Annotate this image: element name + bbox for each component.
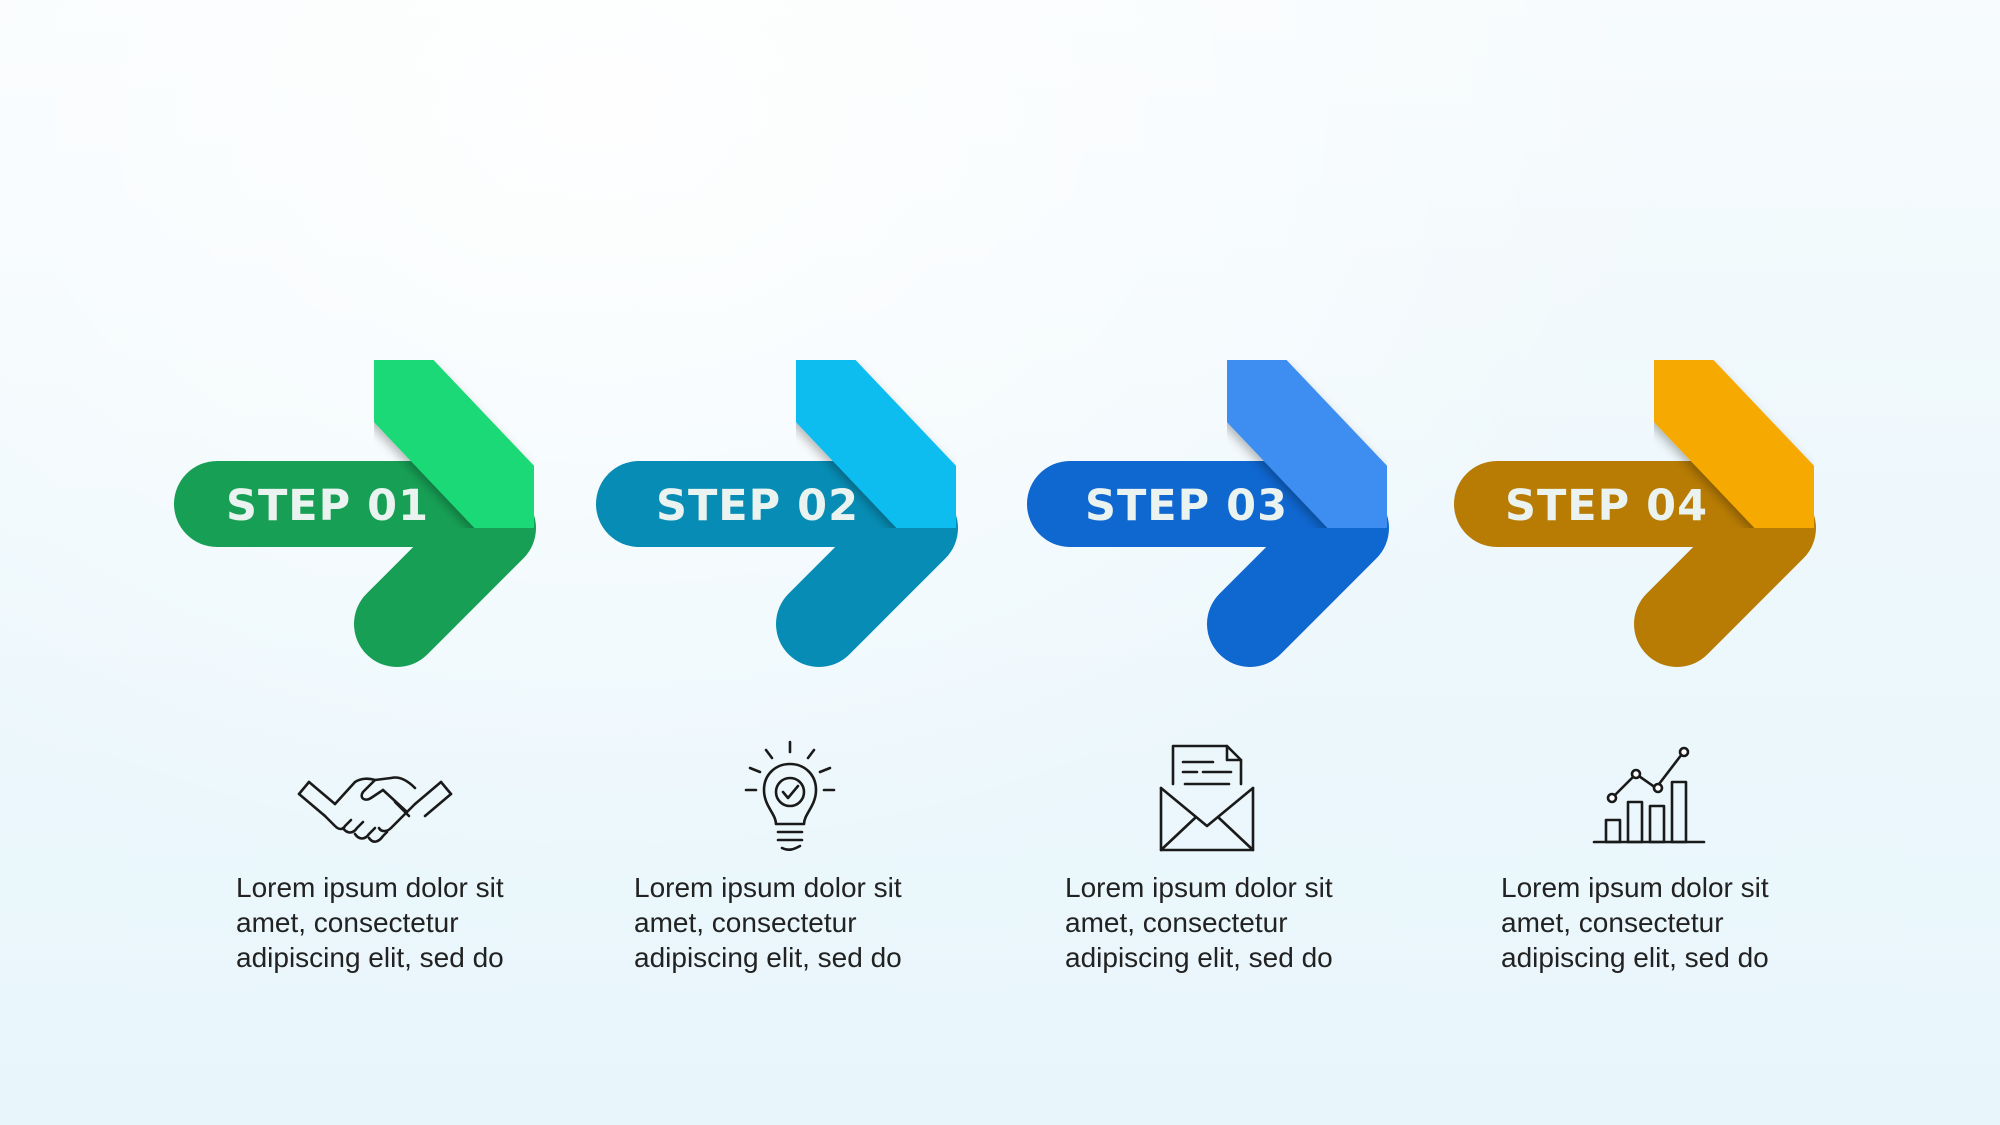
step-description: Lorem ipsum dolor sit amet, consectetur … [236, 872, 504, 973]
step-arrow-4: STEP 04 [1454, 341, 1834, 667]
arrow-lower-arm [1207, 485, 1389, 667]
arrow-upper-arm [1634, 341, 1834, 547]
bar-chart-growth-icon [1568, 740, 1728, 860]
step-arrow-2: STEP 02 [596, 341, 976, 667]
envelope-letter-icon [1127, 740, 1287, 860]
arrow-upper-arm [354, 341, 554, 547]
step-arrow-3: STEP 03 [1027, 341, 1407, 667]
step-label: STEP 04 [1505, 481, 1708, 531]
step-description: Lorem ipsum dolor sit amet, consectetur … [634, 872, 902, 973]
step-description: Lorem ipsum dolor sit amet, consectetur … [1065, 872, 1333, 973]
handshake-icon [295, 740, 455, 860]
step-label: STEP 03 [1085, 481, 1288, 531]
arrow-lower-arm [1634, 485, 1816, 667]
arrow-upper-arm [1207, 341, 1407, 547]
arrow-upper-arm [776, 341, 976, 547]
arrow-lower-arm [354, 485, 536, 667]
step-label: STEP 01 [226, 481, 429, 531]
step-description: Lorem ipsum dolor sit amet, consectetur … [1501, 872, 1769, 973]
lightbulb-icon [710, 740, 870, 860]
step-label: STEP 02 [656, 481, 859, 531]
arrow-lower-arm [776, 485, 958, 667]
step-arrow-1: STEP 01 [174, 341, 554, 667]
